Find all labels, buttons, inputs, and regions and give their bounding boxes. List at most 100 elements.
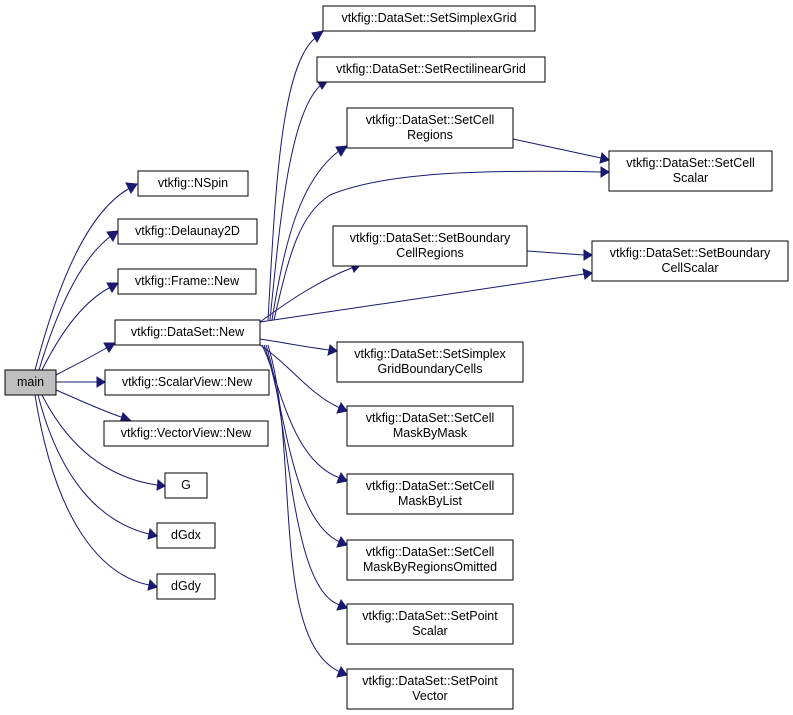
node-set-rectilinear-grid[interactable]: vtkfig::DataSet::SetRectilinearGrid: [316, 56, 546, 83]
node-label: G: [181, 478, 191, 492]
arrowhead-icon: [125, 182, 138, 194]
edge-dataset_new-to-set_simplex_grid_boundary_cells: [259, 338, 338, 356]
edge-dataset_new-to-set_simplex_grid: [267, 30, 324, 321]
node-box: [346, 539, 514, 581]
node-label: vtkfig::DataSet::SetCell: [366, 479, 495, 493]
edge-line: [259, 344, 341, 409]
arrowhead-icon: [96, 376, 106, 388]
node-label: MaskByRegionsOmitted: [363, 560, 497, 574]
node-dataset-new[interactable]: vtkfig::DataSet::New: [114, 319, 261, 346]
edge-main-to-nspin: [34, 182, 138, 371]
arrowhead-icon: [327, 344, 338, 356]
node-label: vtkfig::NSpin: [158, 176, 228, 190]
node-label: vtkfig::ScalarView::New: [122, 375, 253, 389]
arrowhead-icon: [599, 151, 610, 164]
node-frame-new[interactable]: vtkfig::Frame::New: [117, 268, 257, 295]
arrowhead-icon: [336, 598, 348, 611]
edge-line: [269, 83, 323, 321]
node-label: vtkfig::DataSet::SetCell: [366, 545, 495, 559]
edge-line: [261, 344, 341, 479]
node-box: [156, 573, 216, 600]
node-scalarview-new[interactable]: vtkfig::ScalarView::New: [104, 369, 270, 396]
edge-line: [41, 286, 112, 371]
node-label: vtkfig::DataSet::SetSimplexGrid: [341, 11, 516, 25]
node-label: dGdx: [171, 528, 202, 542]
node-set-simplex-grid[interactable]: vtkfig::DataSet::SetSimplexGrid: [322, 5, 536, 32]
node-set-cell-mask-by-regions-omitted[interactable]: vtkfig::DataSet::SetCellMaskByRegionsOmi…: [346, 539, 514, 581]
node-box: [346, 405, 514, 447]
node-dgdy[interactable]: dGdy: [156, 573, 216, 600]
arrowhead-icon: [583, 249, 593, 261]
edge-line: [41, 394, 158, 486]
arrowhead-icon: [336, 535, 348, 548]
edge-set_boundary_cell_regions-to-set_boundary_cell_scalar: [526, 249, 593, 261]
node-delaunay[interactable]: vtkfig::Delaunay2D: [117, 218, 258, 245]
node-label: CellRegions: [396, 246, 463, 260]
edge-line: [259, 266, 355, 323]
arrowhead-icon: [106, 282, 119, 293]
edge-main-to-scalarview_new: [56, 376, 106, 388]
node-label: vtkfig::Delaunay2D: [135, 224, 240, 238]
node-box: [346, 603, 514, 645]
edge-main-to-dgdx: [37, 394, 158, 540]
node-set-simplex-grid-boundary-cells[interactable]: vtkfig::DataSet::SetSimplexGridBoundaryC…: [336, 341, 524, 383]
edge-line: [273, 170, 602, 321]
edge-line: [55, 389, 125, 419]
edge-dataset_new-to-set_cell_regions: [271, 145, 348, 321]
node-main[interactable]: main: [4, 369, 57, 396]
node-dgdx[interactable]: dGdx: [156, 522, 216, 549]
node-label: vtkfig::VectorView::New: [121, 426, 252, 440]
node-label: vtkfig::DataSet::SetCell: [366, 113, 495, 127]
node-label: MaskByList: [398, 494, 462, 508]
edge-line: [265, 344, 341, 606]
node-box: [156, 522, 216, 549]
node-label: MaskByMask: [393, 426, 468, 440]
node-label: vtkfig::DataSet::SetRectilinearGrid: [336, 62, 526, 76]
node-label: GridBoundaryCells: [378, 362, 483, 376]
node-label: main: [17, 375, 44, 389]
node-box: [346, 473, 514, 515]
node-box: [591, 240, 789, 282]
arrowhead-icon: [336, 665, 348, 678]
arrowhead-icon: [582, 268, 593, 280]
node-box: [137, 170, 249, 197]
node-label: vtkfig::DataSet::SetBoundary: [350, 231, 511, 245]
node-label: vtkfig::DataSet::SetCell: [626, 156, 755, 170]
node-box: [346, 107, 514, 149]
edge-line: [267, 344, 341, 673]
node-box: [114, 319, 261, 346]
node-g[interactable]: G: [164, 472, 208, 499]
edge-line: [259, 273, 585, 323]
nodes-layer: mainvtkfig::NSpinvtkfig::Delaunay2Dvtkfi…: [4, 5, 789, 710]
node-nspin[interactable]: vtkfig::NSpin: [137, 170, 249, 197]
node-box: [117, 268, 257, 295]
edge-dataset_new-to-set_cell_scalar: [273, 166, 610, 321]
edge-main-to-dgdy: [34, 394, 158, 591]
node-vectorview-new[interactable]: vtkfig::VectorView::New: [103, 420, 269, 447]
node-box: [117, 218, 258, 245]
node-box: [336, 341, 524, 383]
edge-main-to-delaunay: [38, 230, 119, 371]
node-box: [322, 5, 536, 32]
node-box: [4, 369, 57, 396]
edge-dataset_new-to-set_point_vector: [267, 344, 348, 678]
node-label: vtkfig::DataSet::New: [131, 325, 245, 339]
arrowhead-icon: [311, 30, 324, 44]
edge-set_cell_regions-to-set_cell_scalar: [512, 138, 610, 164]
edge-line: [267, 35, 319, 321]
edge-line: [271, 149, 341, 321]
edge-main-to-frame_new: [41, 282, 119, 371]
node-label: Vector: [412, 689, 447, 703]
node-label: vtkfig::DataSet::SetSimplex: [354, 347, 506, 361]
node-label: vtkfig::DataSet::SetBoundary: [610, 246, 771, 260]
node-label: vtkfig::DataSet::SetPoint: [362, 609, 498, 623]
